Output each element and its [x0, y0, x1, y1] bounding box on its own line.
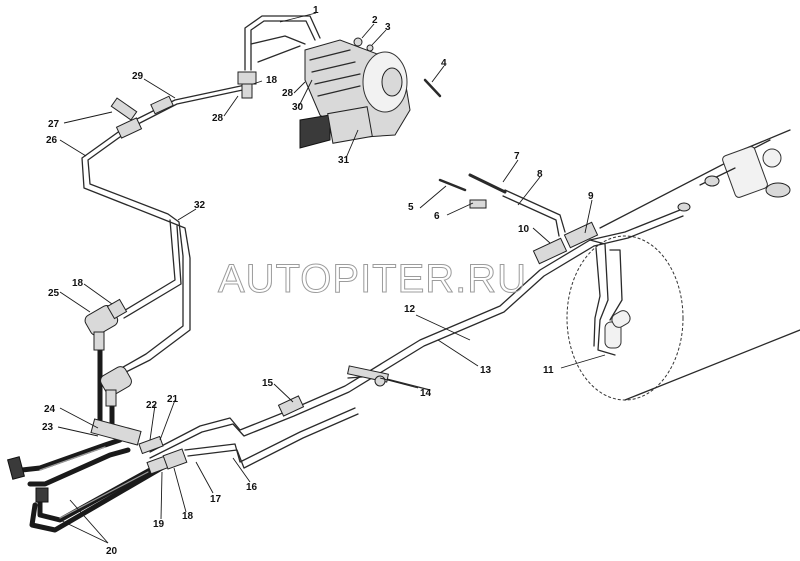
- callout-16: 16: [246, 482, 258, 493]
- bolt-7: [468, 173, 507, 194]
- callout-14: 14: [420, 388, 432, 399]
- callout-20: 20: [106, 546, 118, 557]
- bracket-24: [90, 418, 142, 446]
- leader-lines: [57, 12, 606, 544]
- callout-11: 11: [543, 365, 554, 376]
- callout-12: 12: [404, 304, 416, 315]
- callout-5: 5: [408, 202, 414, 213]
- callout-17: 17: [210, 494, 222, 505]
- nut-2: [353, 37, 363, 47]
- callout-1: 1: [313, 5, 319, 16]
- callout-22: 22: [146, 400, 158, 411]
- callout-30: 30: [292, 102, 304, 113]
- clip-6: [469, 199, 487, 209]
- callout-6: 6: [434, 211, 440, 222]
- bolt-5: [438, 178, 467, 192]
- axle-housing: [566, 129, 800, 401]
- callout-4: 4: [441, 58, 447, 69]
- callout-8: 8: [537, 169, 543, 180]
- callout-23: 23: [42, 422, 54, 433]
- callout-29: 29: [132, 71, 144, 82]
- callout-19: 19: [153, 519, 165, 530]
- fitting-18-lower: [162, 448, 188, 470]
- callout-15: 15: [262, 378, 274, 389]
- callout-3: 3: [385, 22, 391, 33]
- callout-27: 27: [48, 119, 60, 130]
- fitting-18-top: [237, 71, 257, 85]
- hoses-assembly: [7, 347, 168, 533]
- callout-2: 2: [372, 15, 378, 26]
- callout-18-top: 18: [266, 75, 278, 86]
- bracket-9: [563, 221, 599, 249]
- callout-7: 7: [514, 151, 520, 162]
- callout-28-left: 28: [212, 113, 224, 124]
- fittings: [84, 37, 631, 475]
- coupling-26: [115, 117, 143, 139]
- callout-9: 9: [588, 191, 594, 202]
- coupling-lower: [100, 366, 132, 407]
- callout-18-mid: 18: [72, 278, 84, 289]
- callout-21: 21: [167, 394, 179, 405]
- callout-25: 25: [48, 288, 60, 299]
- callout-18-lower: 18: [182, 511, 194, 522]
- coupling-29: [150, 95, 174, 115]
- callout-24: 24: [44, 404, 56, 415]
- brake-valve: [299, 39, 411, 149]
- callout-32: 32: [194, 200, 206, 211]
- callouts: 1 2 3 4 5 6 7 8 9 10 11 12 13 14 15 16 1…: [42, 5, 594, 557]
- callout-10: 10: [518, 224, 530, 235]
- fitting-22: [138, 435, 164, 455]
- callout-13: 13: [480, 365, 492, 376]
- bolt-4: [423, 78, 442, 98]
- watermark: AUTOPITER.RU: [218, 257, 527, 301]
- fitting-27: [110, 97, 138, 121]
- callout-26: 26: [46, 135, 58, 146]
- callout-31: 31: [338, 155, 350, 166]
- coupling-10: [532, 237, 568, 265]
- callout-28-right: 28: [282, 88, 294, 99]
- main-brake-pipes: [81, 15, 684, 469]
- coupling-15: [277, 395, 305, 417]
- coupling-25: [84, 298, 128, 351]
